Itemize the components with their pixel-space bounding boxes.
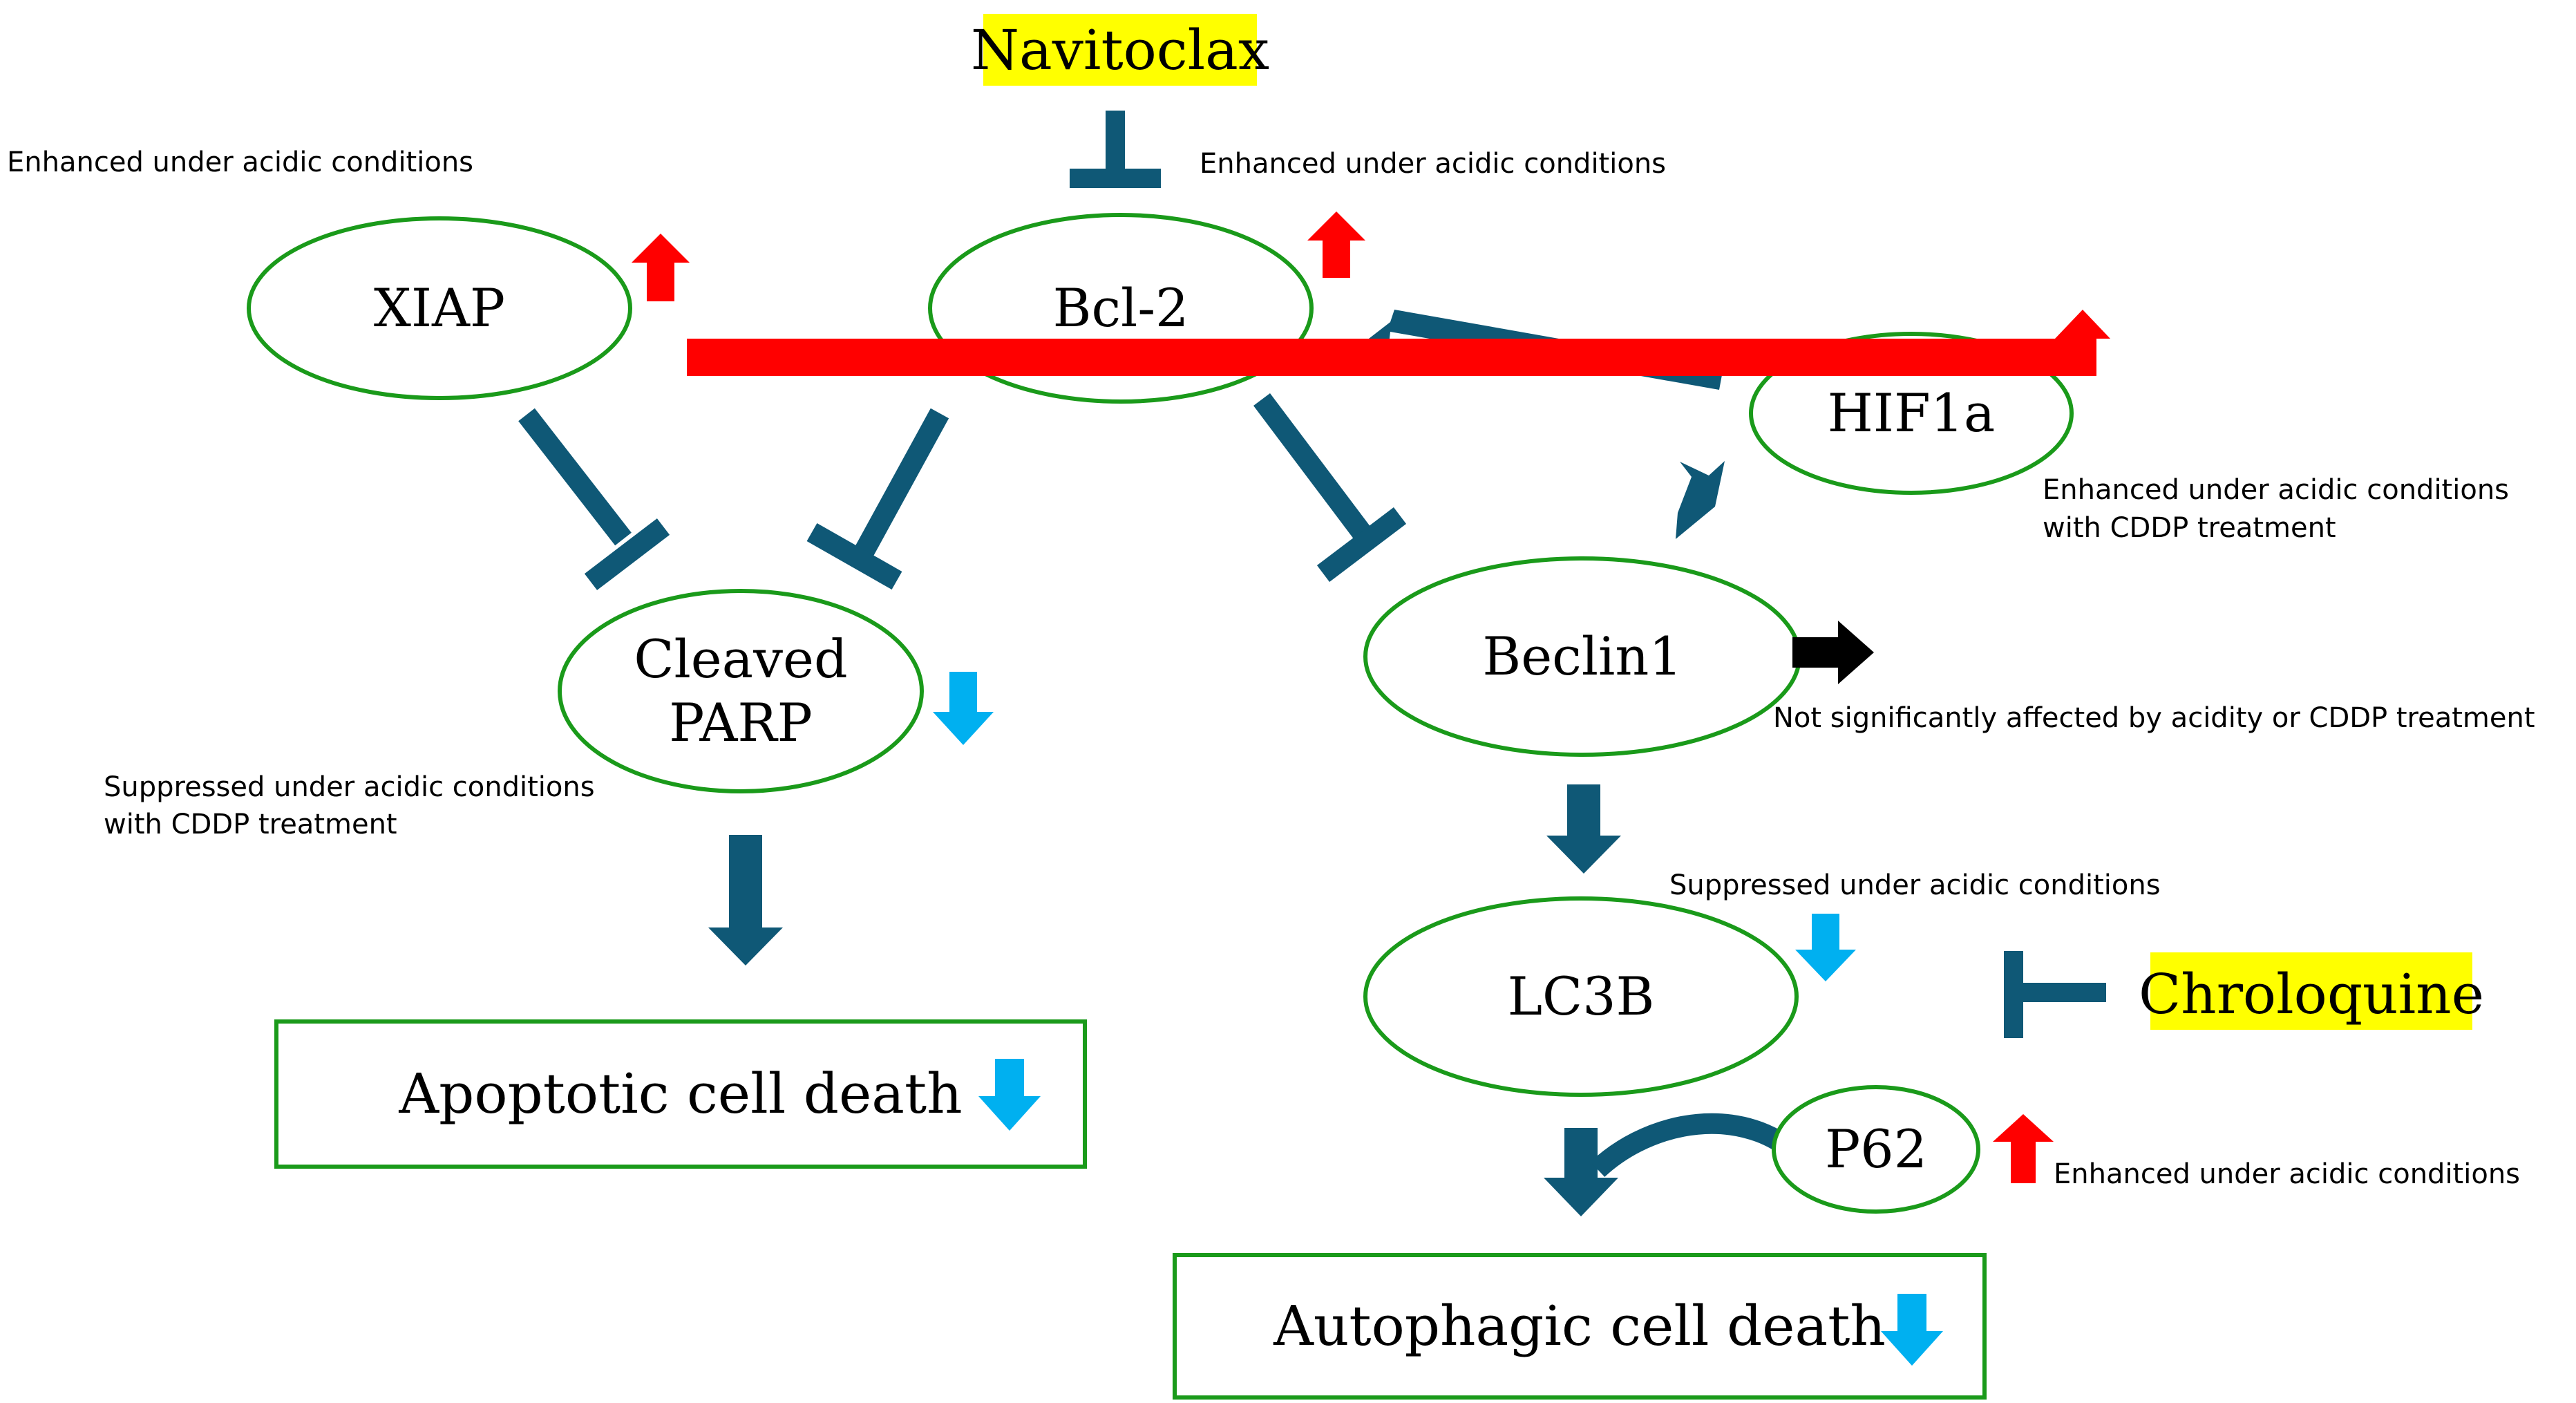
p62-up-arrow-icon [1993, 1114, 2054, 1183]
lc3b-down-arrow-icon [1795, 914, 1856, 981]
outcome-apoptotic-cell-death: Apoptotic cell death [274, 1019, 1087, 1169]
node-cleaved-parp: Cleaved PARP [558, 589, 924, 793]
node-xiap: XIAP [247, 216, 632, 400]
node-xiap-label: XIAP [374, 277, 505, 339]
node-beclin1: Beclin1 [1363, 556, 1801, 757]
beclin1-note: Not significantly affected by acidity or… [1773, 702, 2535, 734]
arc-p62-to-arrow [1590, 1113, 1783, 1178]
arrow-to-autophagic [1544, 1128, 1618, 1216]
cleaved-parp-note-line2: with CDDP treatment [104, 809, 397, 840]
hif1a-up-arrow-icon [687, 310, 2110, 376]
outcome-autophagic-cell-death: Autophagic cell death [1173, 1253, 1987, 1400]
node-bcl2-label: Bcl-2 [1053, 277, 1189, 339]
cleaved-parp-down-arrow-icon [933, 672, 994, 745]
node-cleaved-parp-shape [558, 589, 924, 793]
navitoclax-label: Navitoclax [971, 18, 1269, 82]
chloroquine-drug: Chroloquine [2139, 952, 2484, 1030]
node-lc3b-label: LC3B [1508, 966, 1655, 1027]
bcl2-up-arrow-icon [1307, 211, 1365, 278]
node-cleaved-parp-label-1: Cleaved [634, 628, 847, 690]
p62-note: Enhanced under acidic conditions [2054, 1158, 2520, 1190]
inhibit-xiap-cleaved-parp [518, 408, 670, 590]
node-p62-shape [1772, 1085, 1980, 1214]
hif1a-note-line2: with CDDP treatment [2043, 512, 2336, 544]
inhibit-bcl2-beclin1 [1253, 393, 1407, 582]
inhibit-navitoclax-bcl2 [1070, 111, 1161, 188]
inhibit-bcl2-cleaved-parp [806, 408, 949, 590]
apoptotic-down-arrow-icon [978, 1059, 1041, 1131]
outcome-autophagic-box [1173, 1253, 1987, 1400]
lc3b-note: Suppressed under acidic conditions [1669, 869, 2161, 901]
node-p62: P62 [1772, 1085, 1980, 1214]
autophagic-down-arrow-icon [1881, 1294, 1943, 1366]
chloroquine-label: Chroloquine [2139, 962, 2484, 1026]
navitoclax-highlight [983, 14, 1257, 86]
navitoclax-drug: Navitoclax [971, 14, 1269, 86]
outcome-autophagic-label: Autophagic cell death [1273, 1294, 1886, 1358]
node-lc3b-shape [1363, 896, 1799, 1097]
outcome-apoptotic-box [274, 1019, 1087, 1169]
chloroquine-highlight [2150, 952, 2472, 1030]
cleaved-parp-note-line1: Suppressed under acidic conditions [104, 771, 595, 803]
node-beclin1-label: Beclin1 [1482, 625, 1682, 687]
node-lc3b: LC3B [1363, 896, 1799, 1097]
node-p62-label: P62 [1825, 1118, 1927, 1180]
arrow-cleaved-parp-apoptotic [708, 835, 783, 966]
node-xiap-shape [247, 216, 632, 400]
inhibit-chloroquine-lc3b [2004, 951, 2106, 1038]
node-hif1a-label: HIF1a [1828, 382, 1996, 444]
xiap-note: Enhanced under acidic conditions [7, 147, 473, 178]
arrow-beclin1-lc3b [1546, 784, 1621, 874]
outcome-apoptotic-label: Apoptotic cell death [398, 1062, 962, 1126]
hif1a-note-line1: Enhanced under acidic conditions [2043, 474, 2509, 506]
xiap-up-arrow-icon [632, 234, 690, 301]
arrow-hif1a-beclin1 [1676, 461, 1725, 539]
bcl2-note: Enhanced under acidic conditions [1200, 148, 1666, 180]
beclin1-right-arrow-icon [1792, 621, 1874, 684]
node-cleaved-parp-label-2: PARP [669, 692, 812, 753]
